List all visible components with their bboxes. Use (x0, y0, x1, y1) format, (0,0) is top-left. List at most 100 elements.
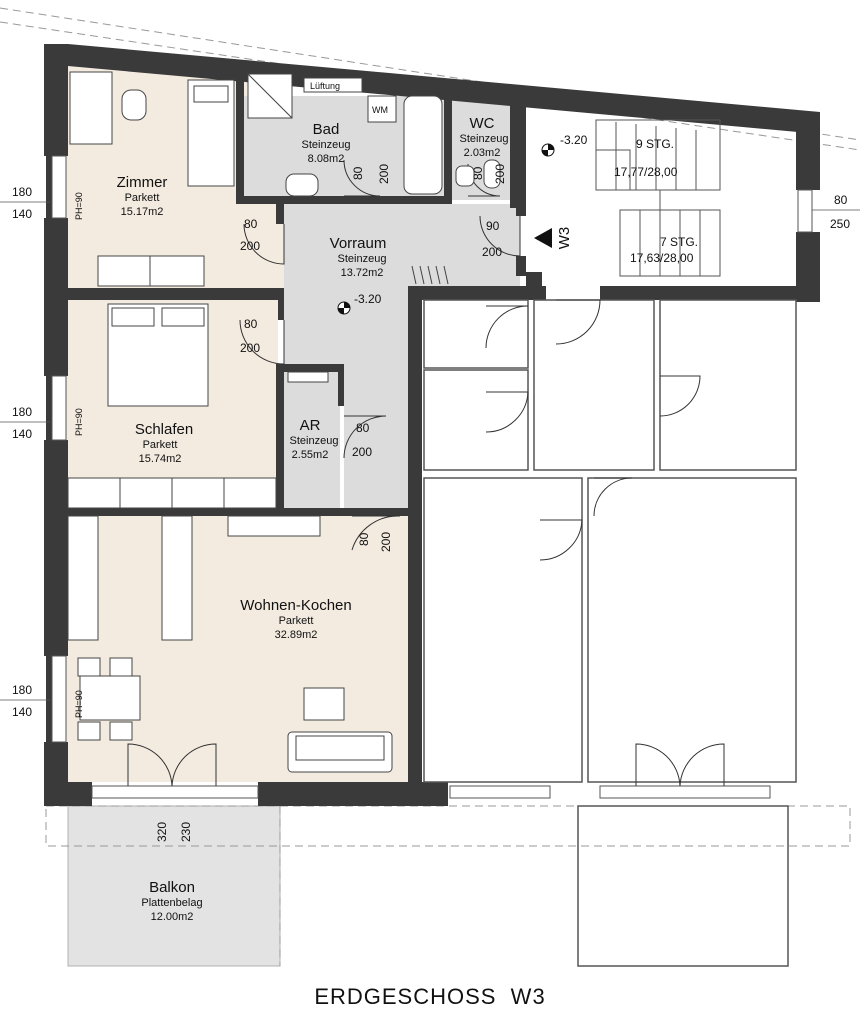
door-balkon-right (171, 743, 217, 787)
neighbour-room-c (533, 299, 655, 471)
wm-label: WM (372, 105, 388, 115)
door-zimmer (243, 223, 285, 265)
window-balkon (91, 785, 259, 799)
coat-rack-1 (411, 265, 417, 285)
balkon-name: Balkon (149, 879, 195, 896)
door-schlafen (239, 319, 285, 365)
window-wohnen (51, 655, 67, 743)
kitchen-hood (227, 515, 321, 537)
wohnen-area: 32.89m2 (275, 629, 318, 641)
wc-basin (455, 165, 475, 187)
wall-bottom-left (44, 782, 92, 806)
door-neighbour-5 (539, 519, 583, 561)
wall-zimmer-bottom (66, 288, 284, 300)
wall-bad-left (236, 66, 244, 200)
wm-box (367, 95, 397, 123)
door-neighbour-4 (593, 477, 633, 517)
stairs-upper-label: 9 STG. (636, 137, 674, 151)
dim-bad-w: 80 (351, 166, 365, 180)
single-bed-pillow (193, 85, 229, 103)
neighbour-room-e (423, 477, 583, 783)
wall-bottom-mid (258, 782, 448, 806)
washbasin (285, 173, 319, 197)
dim-balkon-w: 320 (155, 822, 169, 842)
window-schlafen (51, 375, 67, 441)
wall-ar-right (338, 366, 344, 406)
balkon-area: 12.00m2 (151, 911, 194, 923)
window-zimmer (51, 155, 67, 219)
dim-entry-h: 200 (482, 245, 502, 259)
ar-floor-label: Steinzeug (290, 435, 339, 447)
wall-wc-right (510, 96, 520, 208)
level-stair-label: -3.20 (560, 133, 588, 147)
kitchen-island (161, 515, 193, 641)
room-labels: Zimmer Parkett 15.17m2 Bad Steinzeug 8.0… (117, 115, 509, 923)
wall-stair-bottom (600, 286, 820, 300)
double-bed-pillow-r (161, 307, 205, 327)
wall-bad-wc (444, 92, 452, 204)
door-wohnen (351, 515, 401, 551)
misc-labels: Lüftung WM -3.20 -3.20 9 STG. 17,77/28,0… (74, 81, 698, 718)
wohnen-floor-label: Parkett (279, 615, 314, 627)
lueftung-label: Lüftung (310, 81, 340, 91)
dim-entry-w: 90 (486, 219, 500, 233)
sofa-seat (295, 735, 385, 761)
schlafen-area: 15.74m2 (139, 453, 182, 465)
dim-win-schlafen-h: 140 (12, 427, 32, 441)
chair-2 (109, 657, 133, 677)
zimmer-area: 15.17m2 (121, 206, 164, 218)
neighbour-terrace (577, 805, 789, 967)
neighbour-room-f (587, 477, 797, 783)
zimmer-floor-label: Parkett (125, 192, 160, 204)
desk (69, 71, 113, 145)
desk-chair (121, 89, 147, 121)
ar-shelf (287, 371, 329, 383)
wall-corridor-top (412, 286, 546, 300)
zimmer-name: Zimmer (117, 174, 168, 191)
windows (51, 155, 813, 799)
wall-stair-left2 (516, 256, 526, 276)
dim-zimmer-w: 80 (244, 217, 258, 231)
double-bed-pillow-l (111, 307, 155, 327)
dim-wohnen-h: 200 (379, 532, 393, 552)
dining-table (79, 675, 141, 721)
level-vorraum-label: -3.20 (354, 292, 382, 306)
schlafen-floor-label: Parkett (143, 439, 178, 451)
vorraum-name: Vorraum (330, 235, 387, 252)
stairs-lower-dim: 17,63/28,00 (630, 251, 694, 265)
vorraum-area: 13.72m2 (341, 267, 384, 279)
stairs-lower-label: 7 STG. (660, 235, 698, 249)
ph-schlafen: PH=90 (74, 408, 84, 436)
coffee-table (303, 687, 345, 721)
balkon-floor-label: Plattenbelag (141, 897, 202, 909)
wall-right-upper (796, 112, 820, 190)
wall-stair-left (516, 96, 526, 216)
ph-wohnen: PH=90 (74, 690, 84, 718)
window-neighbour-2 (599, 785, 771, 799)
dim-wc-h: 200 (493, 164, 507, 184)
window-neighbour-1 (449, 785, 551, 799)
wohnen-name: Wohnen-Kochen (240, 597, 351, 614)
wall-schlafen-bottom (66, 508, 408, 516)
wc-name: WC (470, 115, 495, 132)
door-neighbour-3 (659, 375, 701, 417)
staircase (595, 119, 721, 277)
balkon-floor (67, 805, 281, 967)
coat-rack-5 (443, 265, 449, 285)
vorraum-floor (284, 204, 520, 508)
coat-rack-3 (427, 265, 433, 285)
door-dimensions: 80 200 80 200 80 200 90 200 80 200 80 20… (155, 164, 507, 842)
entry-post (526, 272, 542, 290)
dim-win-wohnen-h: 140 (12, 705, 32, 719)
ar-floor (284, 366, 340, 508)
coat-rack-4 (435, 265, 441, 285)
neighbour-unit (423, 299, 797, 967)
dim-ar-w: 80 (356, 421, 370, 435)
dim-ar-h: 200 (352, 445, 372, 459)
door-neighbour-1 (485, 305, 529, 349)
plan-title: ERDGESCHOSS W3 (314, 984, 545, 1009)
kitchen-counter (67, 515, 99, 641)
wall-schlafen-right2 (276, 364, 284, 508)
door-neighbour-terrace-l (635, 743, 681, 787)
